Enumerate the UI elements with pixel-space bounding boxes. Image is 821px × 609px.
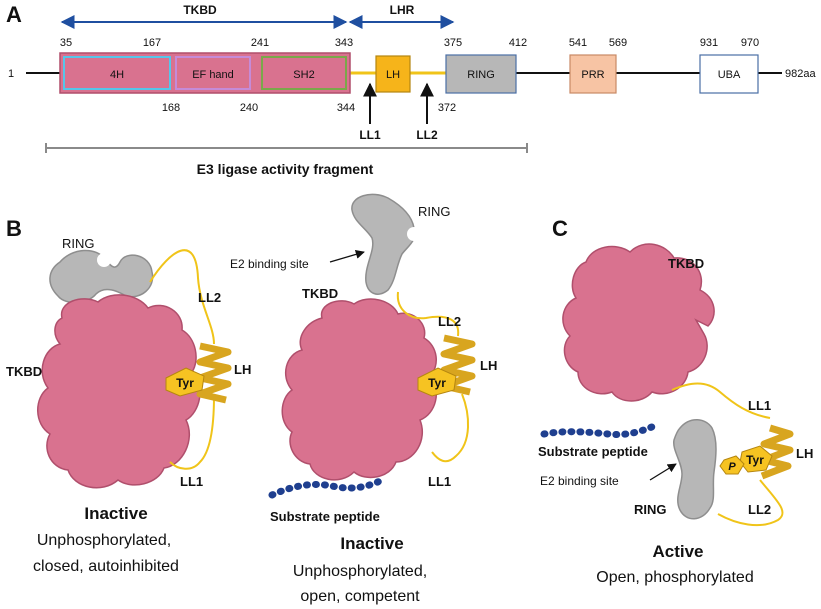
domain-uba-label: UBA [718, 69, 741, 81]
open-state-desc-1: Unphosphorylated, [293, 563, 427, 580]
open-ll1-label: LL1 [428, 474, 451, 489]
closed-state-title: Inactive [84, 504, 147, 523]
residue-344: 344 [337, 102, 355, 114]
closed-ring-label: RING [62, 236, 95, 251]
closed-lh-label: LH [234, 362, 251, 377]
active-state-desc: Open, phosphorylated [596, 569, 753, 586]
domain-ef-hand-label: EF hand [192, 69, 234, 81]
residue-35: 35 [60, 37, 72, 49]
residue-241: 241 [251, 37, 269, 49]
active-e2-site-label: E2 binding site [540, 474, 619, 488]
tkbd-range-label: TKBD [183, 3, 217, 17]
active-tkbd-label: TKBD [668, 256, 704, 271]
open-tkbd-domain [281, 298, 438, 481]
open-conformation: RING E2 binding site TKBD LL2 LH LL1 Tyr… [230, 193, 497, 605]
residue-569: 569 [609, 37, 627, 49]
open-ring-domain [351, 193, 416, 295]
panel-c-label: C [552, 216, 568, 241]
residue-970: 970 [741, 37, 759, 49]
active-tyr-label: Tyr [746, 453, 764, 467]
active-ring-label: RING [634, 502, 667, 517]
domain-sh2-label: SH2 [293, 69, 314, 81]
closed-tkbd-domain [37, 294, 201, 489]
active-ll1-linker [671, 382, 771, 419]
closed-ll1-linker [169, 395, 215, 470]
domain-lh-label: LH [386, 69, 400, 81]
open-state-title: Inactive [340, 534, 403, 553]
lhr-range-label: LHR [390, 3, 415, 17]
open-ring-label: RING [418, 204, 451, 219]
protein-length: 982aa [785, 68, 816, 80]
active-state-title: Active [652, 542, 703, 561]
open-e2-site-arrow [329, 249, 365, 263]
closed-state-desc-2: closed, autoinhibited [33, 558, 179, 575]
domain-prr-label: PRR [581, 69, 604, 81]
domain-sh2 [261, 56, 347, 90]
active-ll2-label: LL2 [748, 502, 771, 517]
domain-uba [699, 54, 759, 94]
open-ll2-linker [396, 291, 460, 337]
e3-fragment-label: E3 ligase activity fragment [197, 161, 374, 177]
open-tyr-label: Tyr [428, 376, 446, 390]
residue-240: 240 [240, 102, 258, 114]
closed-ll1-label: LL1 [180, 474, 203, 489]
open-substrate-peptide [268, 476, 386, 499]
active-e2-site-arrow [649, 463, 677, 481]
residue-541: 541 [569, 37, 587, 49]
open-substrate-label: Substrate peptide [270, 509, 380, 524]
open-ring-e2-pocket [407, 227, 421, 241]
closed-tyr-label: Tyr [176, 376, 194, 390]
ll1-label: LL1 [359, 128, 381, 142]
panel-b: B RING TKBD LL2 LH LL1 Tyr Inactive Unph… [6, 193, 497, 605]
residue-168: 168 [162, 102, 180, 114]
domain-ring-label: RING [467, 69, 495, 81]
domain-lh [375, 55, 411, 93]
open-tkbd-label: TKBD [302, 286, 338, 301]
open-ll2-label: LL2 [438, 314, 461, 329]
open-state-desc-2: open, competent [300, 588, 420, 605]
tkbd-block [59, 52, 351, 94]
ll2-label: LL2 [416, 128, 438, 142]
active-substrate-peptide [540, 422, 658, 438]
active-lh-label: LH [796, 446, 813, 461]
residue-375: 375 [444, 37, 462, 49]
open-e2-site-label: E2 binding site [230, 257, 309, 271]
residue-412: 412 [509, 37, 527, 49]
active-ll1-label: LL1 [748, 398, 771, 413]
closed-lh-helix [196, 342, 232, 404]
active-substrate-label: Substrate peptide [538, 444, 648, 459]
open-tyr-residue [417, 367, 457, 397]
panel-c: C TKBD LL1 LH LL2 Substrate peptide RING… [538, 216, 813, 586]
domain-prr [569, 54, 617, 94]
e3-fragment-bracket [45, 143, 528, 153]
residue-167: 167 [143, 37, 161, 49]
domain-4h [63, 56, 171, 90]
closed-state-desc-1: Unphosphorylated, [37, 532, 171, 549]
residue-931: 931 [700, 37, 718, 49]
closed-ll2-label: LL2 [198, 290, 221, 305]
residue-343: 343 [335, 37, 353, 49]
closed-tyr-residue [165, 367, 205, 397]
active-ll2-linker [717, 479, 784, 527]
residue-1: 1 [8, 68, 14, 80]
open-ll1-linker [431, 393, 470, 463]
active-lh-helix [760, 424, 794, 480]
panel-a: A TKBD LHR 35 167 241 343 375 412 541 56… [6, 2, 816, 177]
closed-tkbd-label: TKBD [6, 364, 42, 379]
closed-ring-e2-pocket [97, 253, 111, 267]
panel-a-label: A [6, 2, 22, 27]
active-ring-domain [673, 419, 717, 520]
domain-ring [445, 54, 517, 94]
active-phospho-group [719, 455, 745, 475]
open-lh-label: LH [480, 358, 497, 373]
closed-ll2-linker [149, 249, 215, 345]
closed-conformation: RING TKBD LL2 LH LL1 Tyr Inactive Unphos… [6, 236, 251, 575]
domain-ef-hand [175, 56, 251, 90]
residue-372: 372 [438, 102, 456, 114]
active-phospho-label: P [728, 461, 736, 473]
panel-b-label: B [6, 216, 22, 241]
domain-4h-label: 4H [110, 69, 124, 81]
